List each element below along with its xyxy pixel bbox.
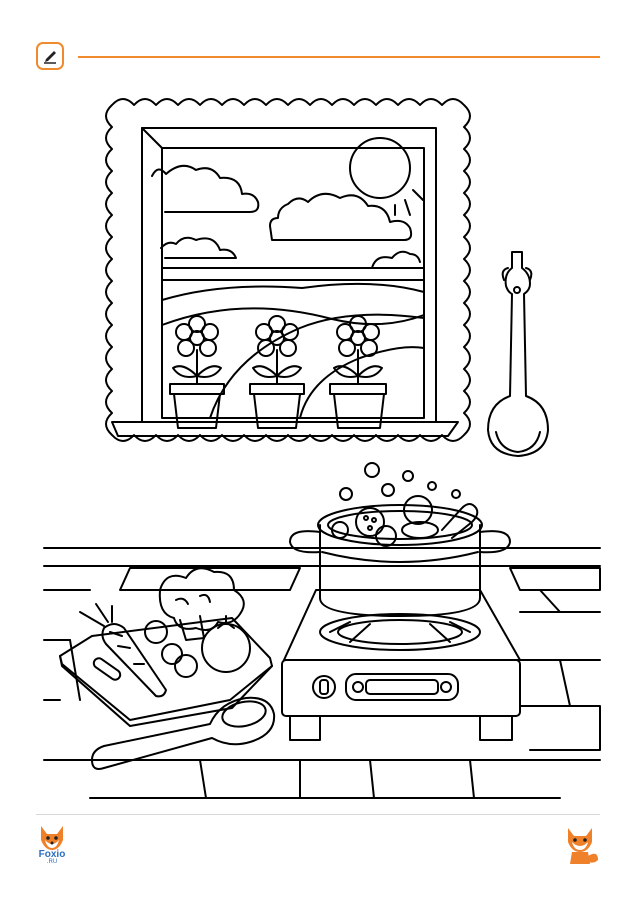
cloud-left [151, 164, 260, 213]
flower-pot-3 [329, 315, 387, 429]
header-divider [78, 56, 600, 58]
cloud-small-left [160, 236, 237, 259]
sun [349, 137, 424, 216]
steam-bubbles [339, 462, 461, 501]
cooking-pot [289, 504, 511, 617]
hills [161, 282, 425, 419]
pencil-edit-icon [36, 42, 64, 70]
wooden-spoon [91, 696, 276, 770]
carrot [79, 603, 167, 698]
cloud-small-right [371, 250, 421, 269]
cutting-board [59, 617, 273, 727]
window [111, 127, 459, 437]
soup-vegetables [331, 495, 479, 547]
footer-divider [36, 814, 600, 815]
logo-suffix: .RU [46, 859, 58, 865]
scalloped-window-frame [105, 98, 471, 442]
tomato [201, 615, 251, 673]
foxio-logo[interactable]: Foxio .RU [30, 822, 74, 874]
flower-pot-2 [249, 315, 305, 429]
vegetable-slices [144, 620, 198, 678]
stove [281, 589, 521, 741]
fox-logo-icon [41, 826, 63, 850]
ladle [487, 251, 549, 457]
flower-pot-1 [169, 315, 225, 429]
logo-name: Foxio [38, 849, 66, 860]
broccoli [158, 567, 245, 641]
cloud-right [269, 192, 413, 241]
fox-mascot-icon [568, 828, 598, 864]
